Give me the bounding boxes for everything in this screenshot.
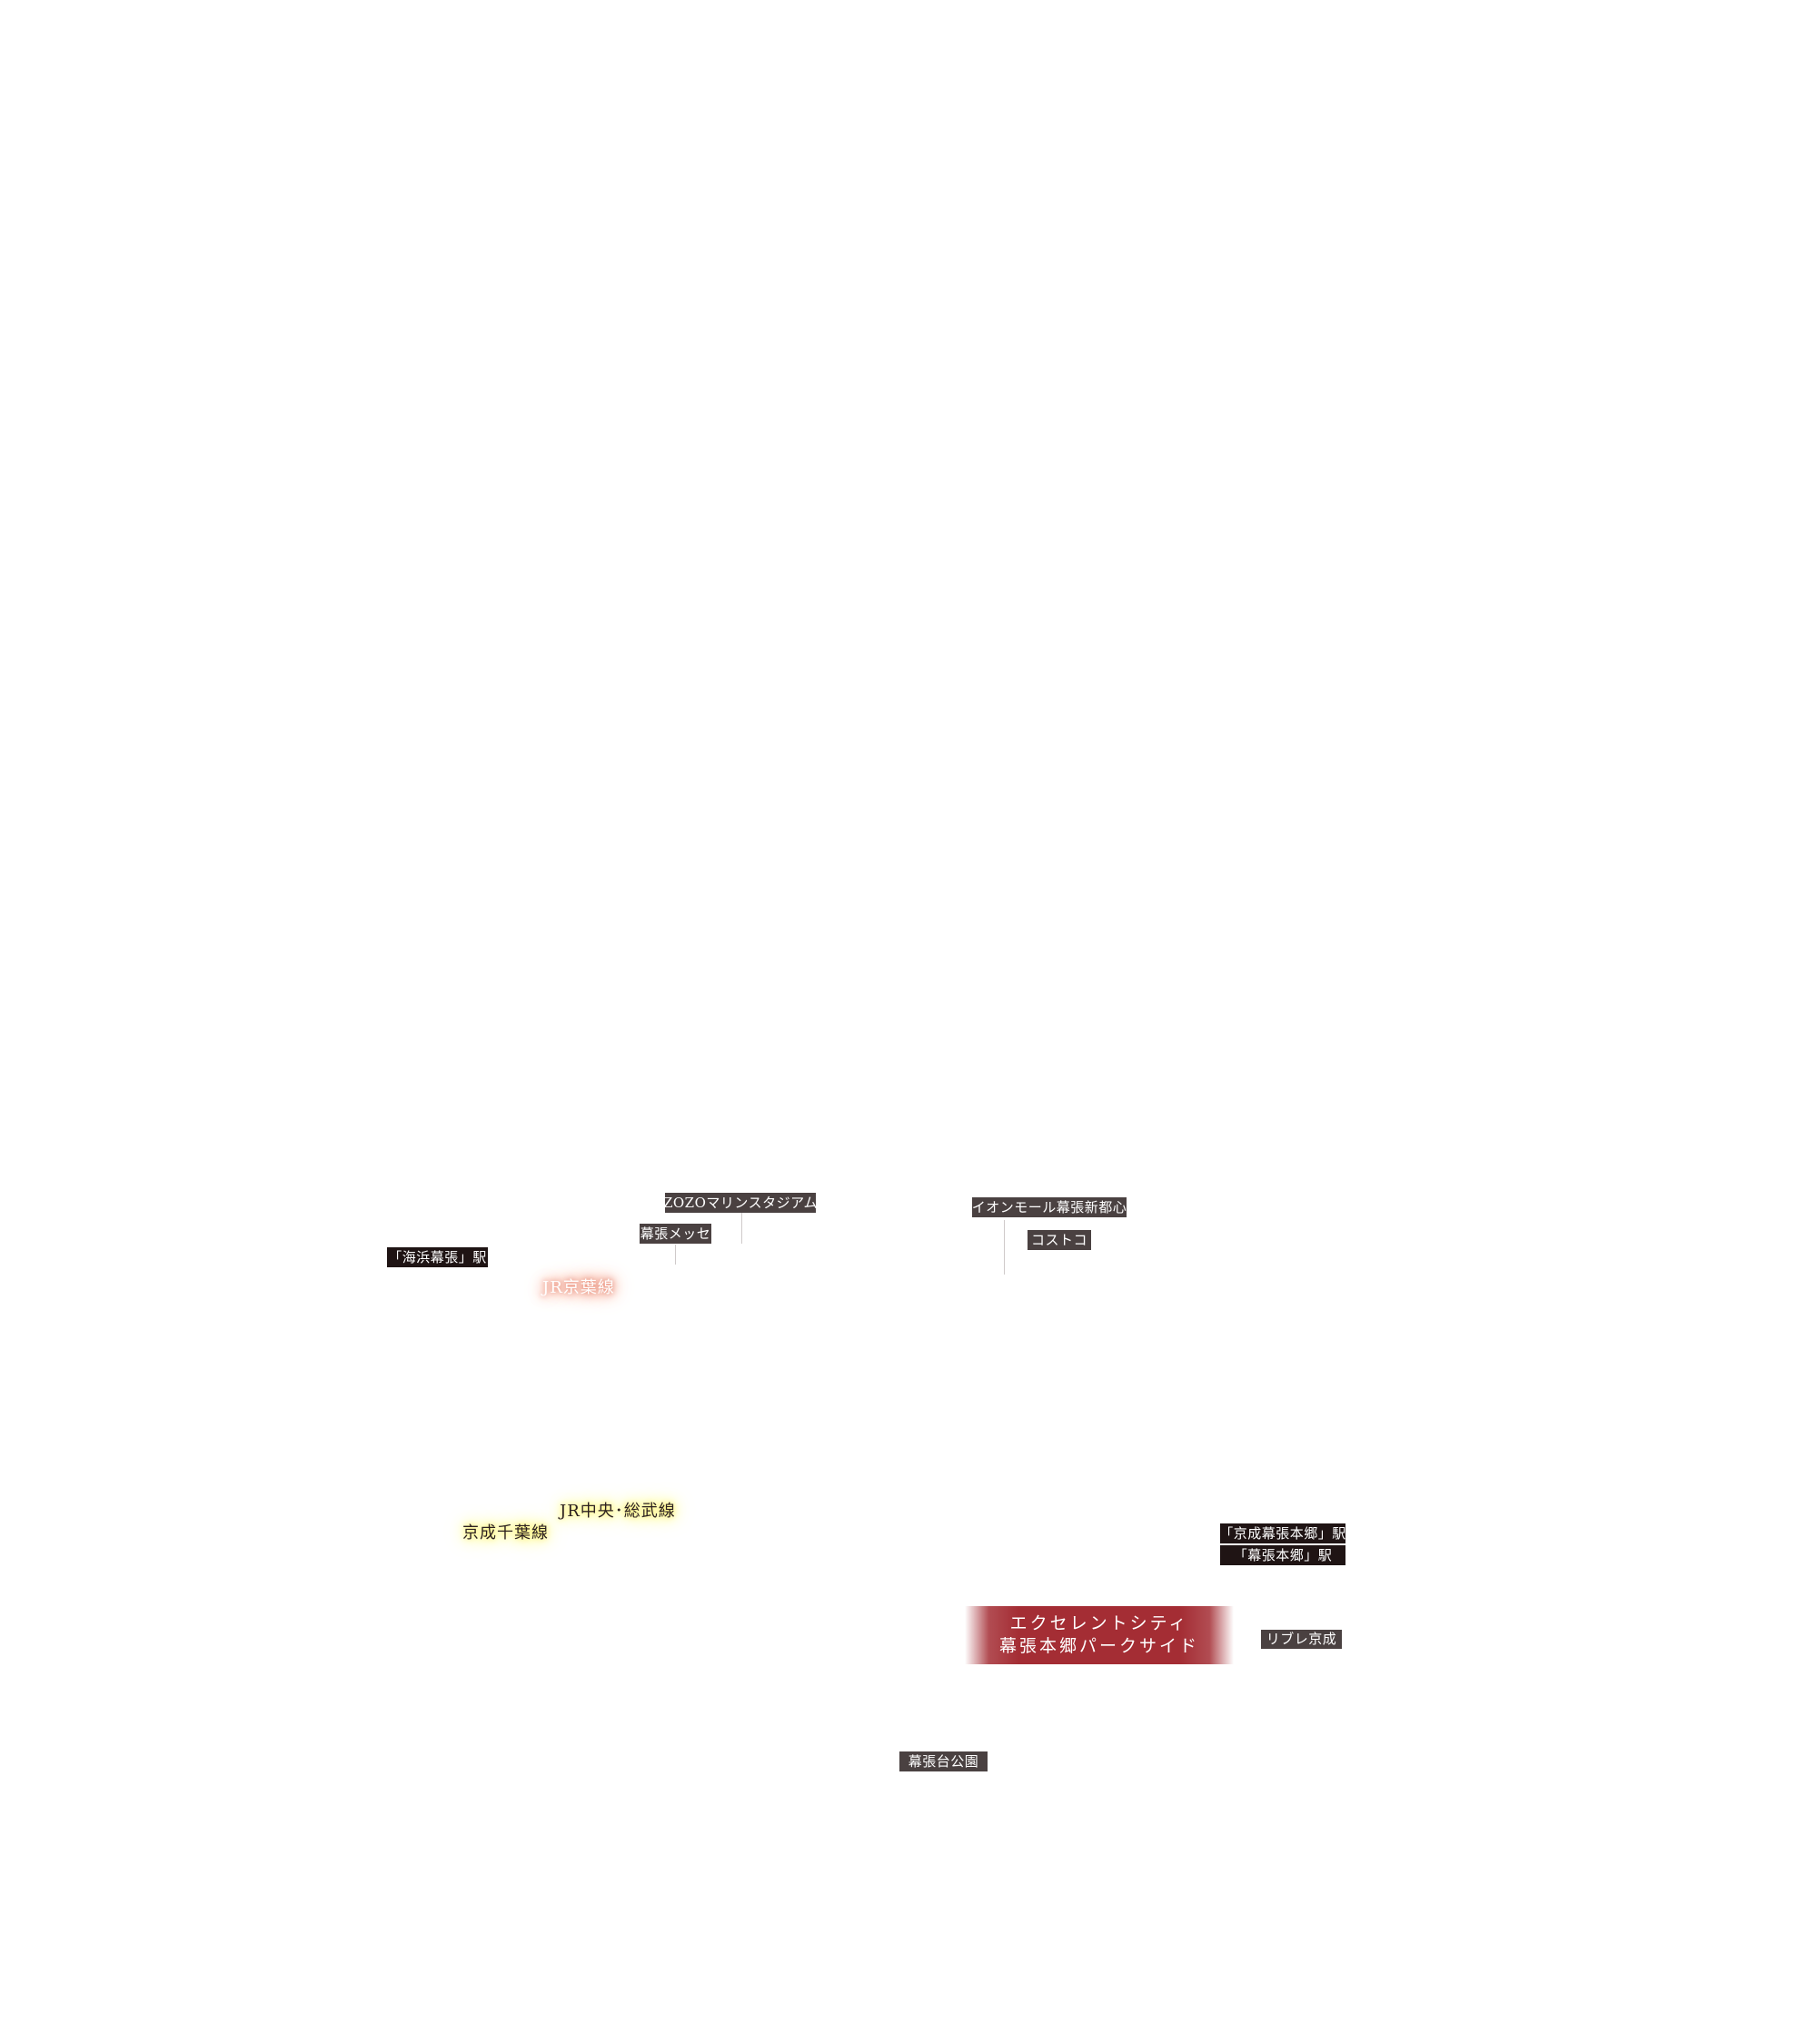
zozo-leader-line [741,1213,742,1244]
property-name-line1: エクセレントシティ [1009,1613,1189,1634]
makuharidai-park-label: 幕張台公園 [899,1751,988,1771]
messe-leader-line [675,1245,676,1265]
keisei-chiba-line-label: 京成千葉線 [462,1523,549,1543]
costco-label: コストコ [1028,1230,1091,1250]
aeon-mall-label: イオンモール幕張新都心 [972,1197,1127,1217]
zozo-marine-stadium-label: ZOZOマリンスタジアム [663,1193,818,1213]
makuhari-hongo-station-label: 「幕張本郷」駅 [1220,1545,1345,1565]
jr-keiyo-line-label: JR京葉線 [542,1278,615,1297]
riburekeisei-label: リブレ京成 [1261,1630,1342,1649]
kaihin-makuhari-station-label: 「海浜幕張」駅 [387,1247,488,1267]
aeon-leader-line [1004,1220,1005,1275]
makuhari-messe-label: 幕張メッセ [640,1224,711,1244]
keisei-makuhari-hongo-station-label: 「京成幕張本郷」駅 [1219,1523,1345,1543]
property-label: エクセレントシティ 幕張本郷パークサイド [965,1606,1234,1664]
jr-chuo-sobu-line-label: JR中央･総武線 [560,1502,676,1521]
property-name-line2: 幕張本郷パークサイド [998,1636,1199,1656]
